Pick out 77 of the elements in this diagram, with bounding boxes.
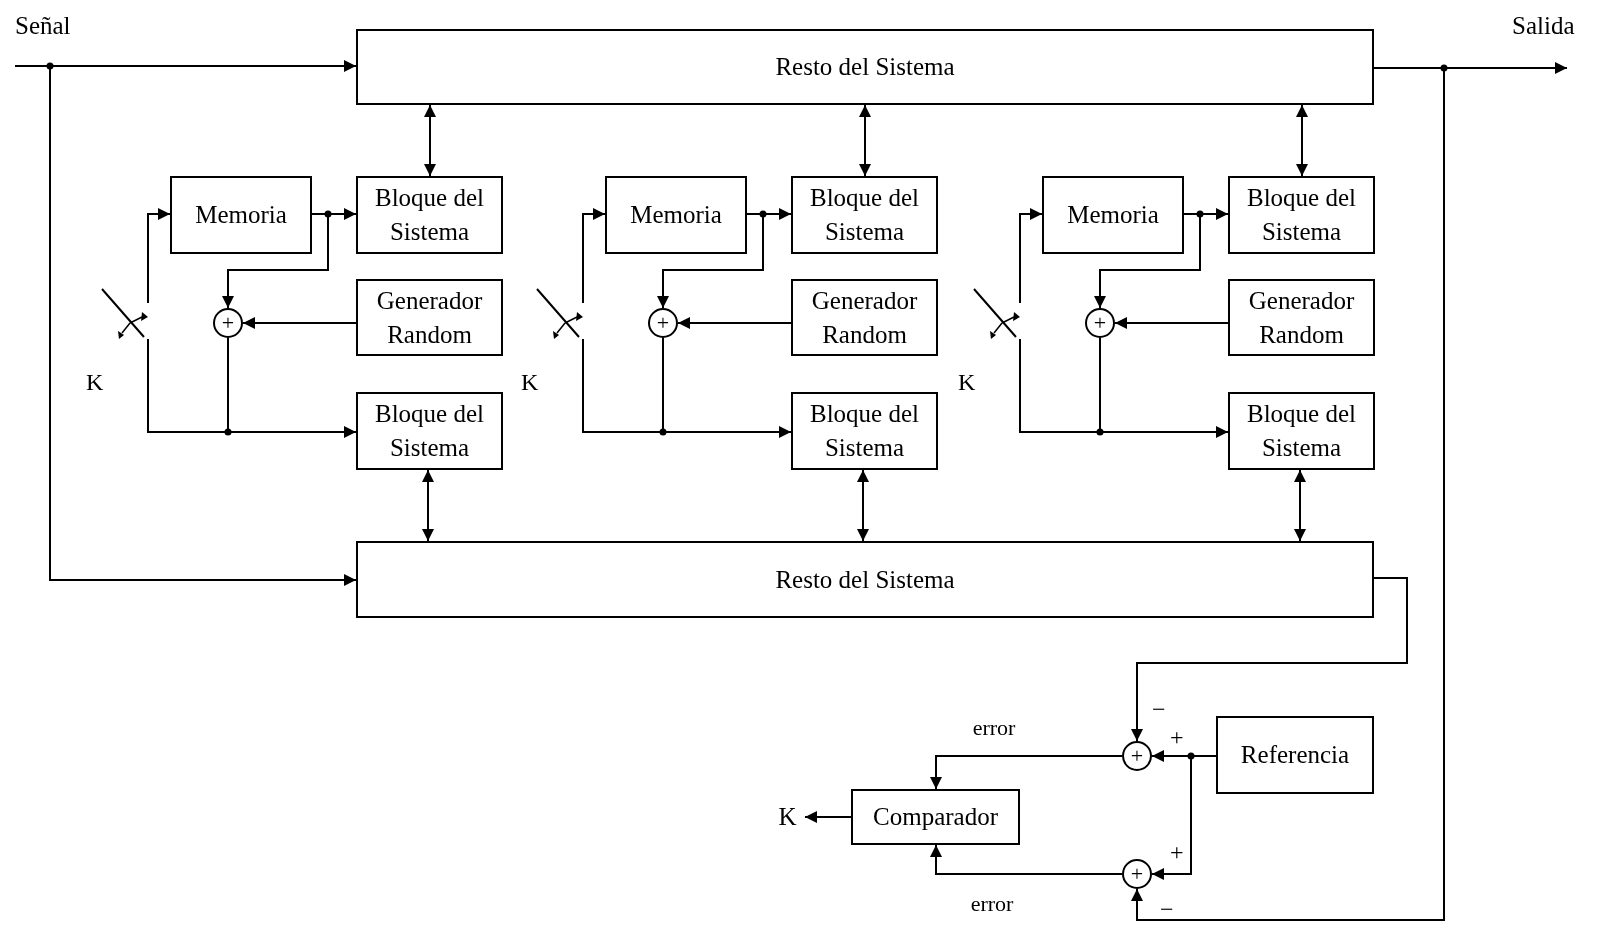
arrow: [242, 317, 357, 329]
signal-label: Salida: [1512, 12, 1575, 40]
signal-label: K: [778, 803, 797, 831]
sign-label: +: [1170, 725, 1184, 749]
arrow: [677, 317, 792, 329]
plus-sign: +: [656, 312, 670, 334]
process-box: [1216, 716, 1374, 794]
box-label: Referencia: [1240, 740, 1350, 771]
summing-junction: [213, 308, 243, 338]
box-label: Memoria: [1067, 200, 1159, 231]
process-box: [356, 392, 503, 470]
box-label: Bloque del Sistema: [374, 399, 485, 463]
plus-sign: +: [1130, 745, 1144, 767]
arrow: [857, 469, 869, 542]
switch-symbol: [533, 285, 587, 355]
box-label: Generador Random: [1247, 285, 1356, 350]
process-box: [791, 392, 938, 470]
arrow: [1094, 213, 1201, 309]
process-box: [791, 176, 938, 254]
box-label: Bloque del Sistema: [809, 183, 920, 247]
arrow: [1131, 67, 1445, 921]
arrow: [1131, 577, 1408, 742]
box-label: Generador Random: [375, 285, 484, 350]
arrow: [804, 811, 852, 823]
box-label: Memoria: [630, 200, 722, 231]
box-label: Memoria: [195, 200, 287, 231]
arrow: [422, 469, 434, 542]
box-label: Bloque del Sistema: [374, 183, 485, 247]
box-label: Bloque del Sistema: [1246, 399, 1357, 463]
box-label: Bloque del Sistema: [809, 399, 920, 463]
arrow: [1296, 104, 1308, 177]
summing-junction: [648, 308, 678, 338]
process-box: [605, 176, 747, 254]
box-label: Generador Random: [810, 285, 919, 350]
arrow: [1294, 469, 1306, 542]
summing-junction: [1122, 741, 1152, 771]
arrow: [657, 213, 764, 309]
process-box: [1228, 176, 1375, 254]
arrow: [1151, 755, 1217, 880]
box-label: Bloque del Sistema: [1246, 183, 1357, 247]
switch-label: K: [521, 370, 539, 394]
process-box: [1042, 176, 1184, 254]
arrow: [222, 213, 329, 309]
switch-label: K: [958, 370, 976, 394]
arrow: [859, 104, 871, 177]
process-box: [791, 279, 938, 356]
plus-sign: +: [1130, 863, 1144, 885]
process-box: [1228, 279, 1375, 356]
switch-label: K: [86, 370, 104, 394]
sign-label: −: [1152, 697, 1166, 721]
arrow: [14, 65, 357, 586]
switch-symbol: [970, 285, 1024, 355]
process-box: [1228, 392, 1375, 470]
sign-label: +: [1170, 840, 1184, 864]
process-box: [851, 789, 1020, 845]
plus-sign: +: [1093, 312, 1107, 334]
process-box: [356, 29, 1374, 105]
process-box: [356, 176, 503, 254]
arrow: [582, 208, 606, 286]
process-box: [170, 176, 312, 254]
signal-label: Señal: [15, 12, 71, 40]
box-label: Resto del Sistema: [775, 52, 955, 83]
arrow: [424, 104, 436, 177]
arrow: [1114, 317, 1229, 329]
process-box: [356, 541, 1374, 618]
arrow: [147, 208, 171, 286]
arrow: [1019, 208, 1043, 286]
arrow: [930, 844, 1123, 875]
sign-label: −: [1160, 897, 1174, 921]
arrow: [930, 755, 1123, 790]
box-label: Resto del Sistema: [775, 564, 955, 595]
box-label: Comparador: [873, 802, 998, 833]
process-box: [356, 279, 503, 356]
switch-symbol: [98, 285, 152, 355]
plus-sign: +: [221, 312, 235, 334]
summing-junction: [1122, 859, 1152, 889]
summing-junction: [1085, 308, 1115, 338]
